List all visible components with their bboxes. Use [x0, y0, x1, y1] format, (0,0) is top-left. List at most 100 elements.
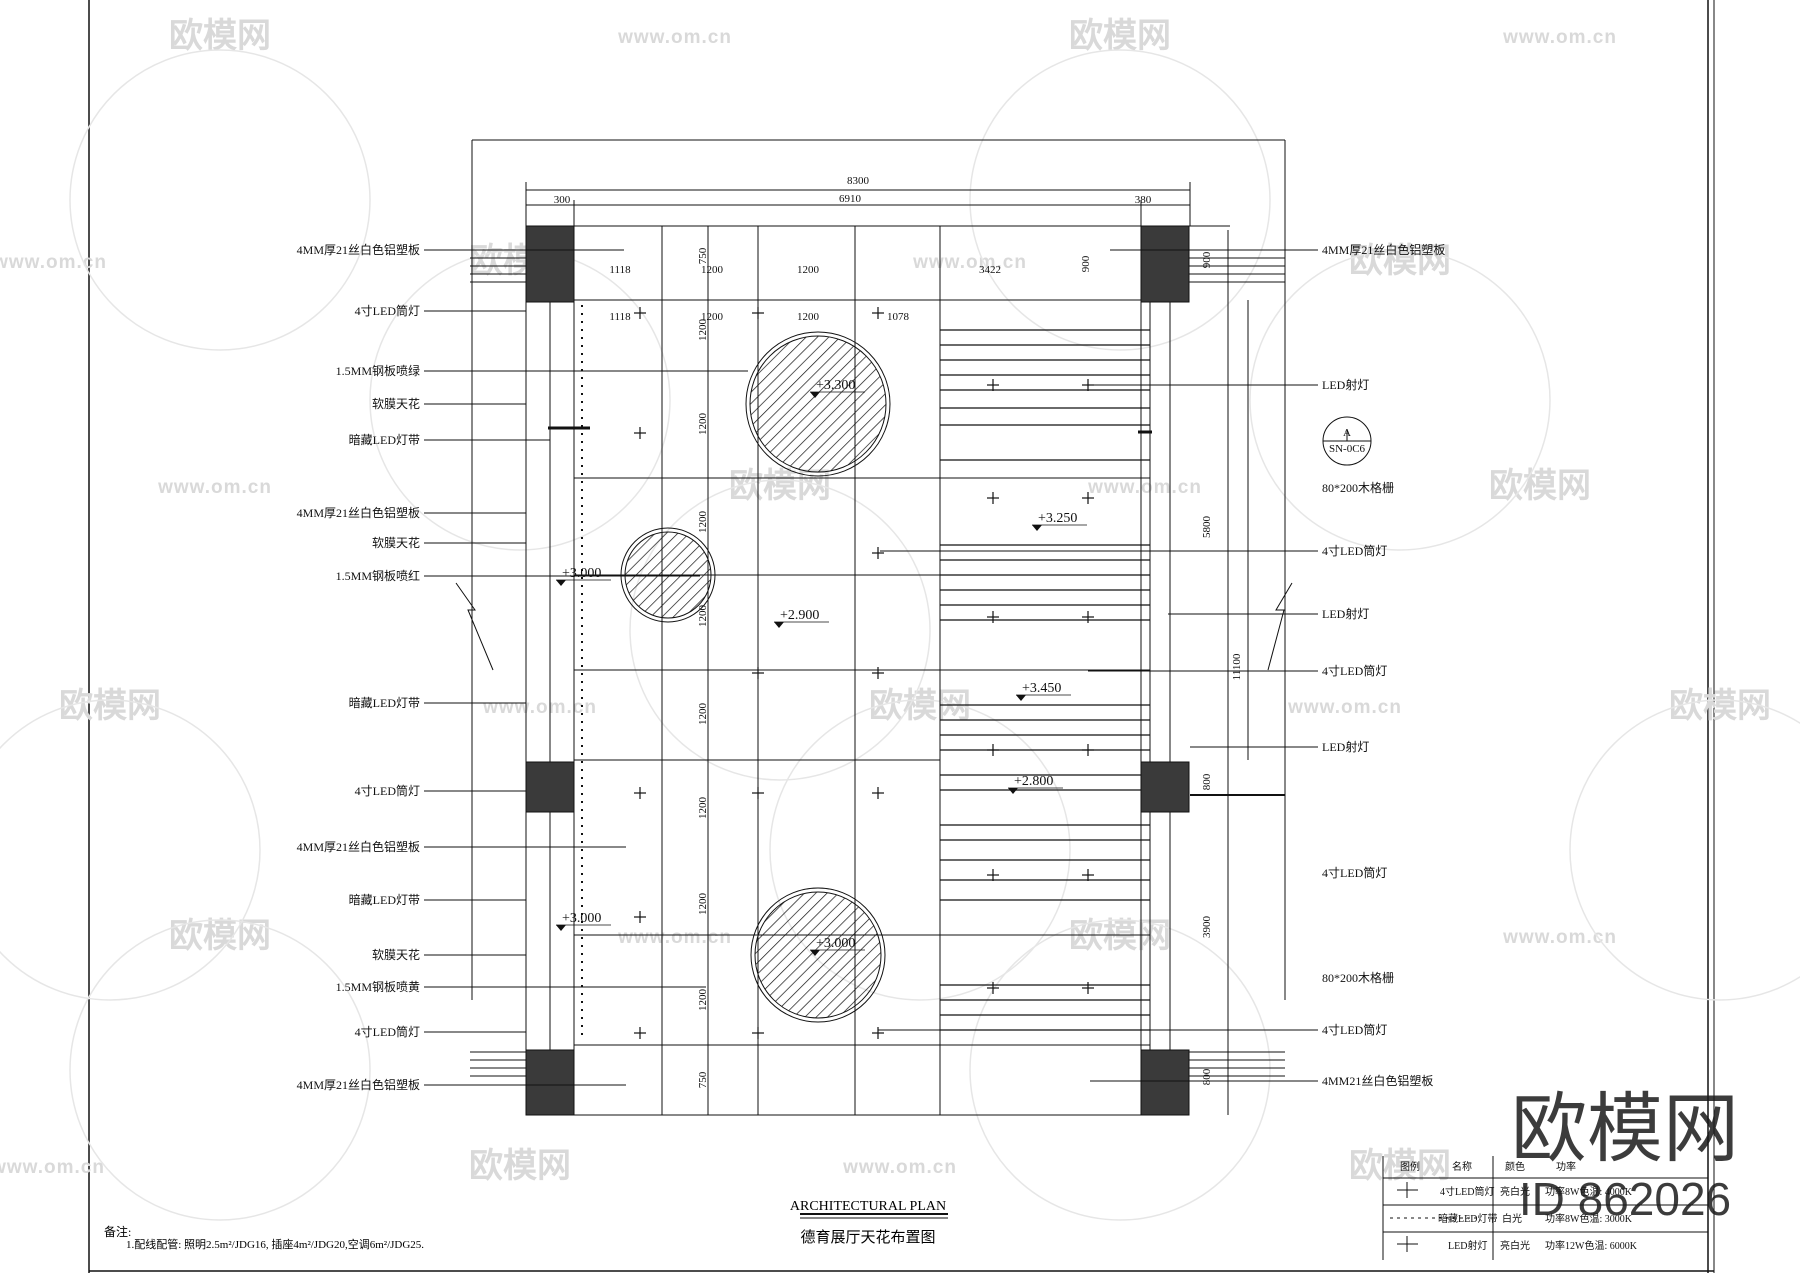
level-mark: +3.450: [1016, 681, 1071, 701]
legend-r1-name: 4寸LED筒灯: [1440, 1185, 1494, 1198]
dim-inner-width: 6910: [839, 193, 862, 205]
downlight-icon: [987, 492, 999, 504]
level-value: +3.000: [562, 566, 601, 581]
id-text: ID 862026: [1519, 1173, 1731, 1225]
callout-right: 4MM21丝白色铝塑板: [1322, 1073, 1433, 1088]
downlight-icon: [872, 547, 884, 559]
legend-table: [1382, 1156, 1708, 1260]
watermark-brand: 欧模网: [59, 687, 161, 725]
dim-v-7: 1200: [697, 893, 709, 916]
section-letter: A: [1343, 427, 1351, 439]
watermark-brand: 欧模网: [169, 917, 271, 955]
dim-v-1: 1200: [697, 319, 709, 342]
dim-row1-d: 3422: [979, 264, 1001, 276]
legend-r3-color: 亮白光: [1500, 1239, 1530, 1252]
callout-left: 1.5MM钢板喷绿: [336, 363, 420, 378]
callout-right: 4寸LED筒灯: [1322, 865, 1387, 880]
callout-right: 4寸LED筒灯: [1322, 543, 1387, 558]
downlight-icon: [634, 787, 646, 799]
legend-r1-color: 亮白光: [1500, 1185, 1530, 1198]
sheet-frame: [88, 0, 1715, 1273]
watermark-brand: 欧模网: [169, 17, 271, 55]
brand-large-text: 欧模网: [1511, 1087, 1739, 1172]
dim-row2-c: 1200: [797, 311, 820, 323]
downlight-icon: [1082, 869, 1094, 881]
watermark-url: www.om.cn: [617, 927, 732, 948]
dim-r-0: 900: [1201, 251, 1213, 268]
notes-heading: 备注:: [104, 1224, 131, 1239]
dim-v-3: 1200: [697, 511, 709, 534]
callout-left: 4寸LED筒灯: [355, 783, 420, 798]
dim-v-0: 750: [697, 247, 709, 264]
dim-left-col: 300: [554, 194, 571, 206]
callout-left: 1.5MM钢板喷红: [336, 568, 420, 583]
downlight-icon: [872, 787, 884, 799]
dimension-lines: [525, 182, 1249, 1115]
leader-lines: [424, 249, 1318, 1086]
watermark-brand: 欧模网: [1489, 467, 1591, 505]
section-sheet: SN-0C6: [1329, 443, 1366, 455]
watermark-brand: 欧模网: [1349, 242, 1451, 280]
right-callouts: 4MM厚21丝白色铝塑板LED射灯80*200木格栅4寸LED筒灯LED射灯4寸…: [1322, 242, 1445, 1088]
level-mark: +3.300: [810, 378, 865, 398]
legend-h-symbol: 图例: [1400, 1160, 1420, 1173]
watermark-brand: 欧模网: [1069, 917, 1171, 955]
dim-row2-b: 1200: [701, 311, 724, 323]
legend-r2-name: 暗藏LED灯带: [1438, 1212, 1497, 1225]
ceiling-plan: [455, 139, 1372, 1116]
dim-row1-a: 1118: [609, 264, 631, 276]
callout-left: 4MM厚21丝白色铝塑板: [297, 242, 420, 257]
watermark-brand: 欧模网: [869, 687, 971, 725]
left-callouts: 4MM厚21丝白色铝塑板4寸LED筒灯1.5MM钢板喷绿软膜天花暗藏LED灯带4…: [297, 242, 420, 1092]
legend-r3-power: 功率12W色温: 6000K: [1545, 1239, 1638, 1252]
watermark-brand: 欧模网: [1069, 17, 1171, 55]
callout-right: 4寸LED筒灯: [1322, 1022, 1387, 1037]
callout-right: 4MM厚21丝白色铝塑板: [1322, 242, 1445, 257]
dim-v-9: 750: [697, 1071, 709, 1088]
watermark-url: www.om.cn: [1287, 697, 1402, 718]
watermark-url: www.om.cn: [0, 252, 107, 273]
level-value: +2.900: [780, 608, 819, 623]
legend-text: 图例 名称 颜色 功率 4寸LED筒灯 亮白光 功率8W色温: 4000K 暗藏…: [1400, 1160, 1638, 1252]
dim-v-8: 1200: [697, 989, 709, 1012]
watermark-url: www.om.cn: [482, 697, 597, 718]
downlight-icon: [987, 744, 999, 756]
legend-h-color: 颜色: [1505, 1160, 1525, 1173]
watermark-url: www.om.cn: [1502, 27, 1617, 48]
level-value: +3.000: [562, 911, 601, 926]
legend-r1-power: 功率8W色温: 4000K: [1545, 1185, 1633, 1198]
dim-right-col: 380: [1135, 194, 1152, 206]
legend-r3-name: LED射灯: [1448, 1240, 1487, 1252]
dim-v-5: 1200: [697, 703, 709, 726]
watermark-brand: 欧模网: [729, 467, 831, 505]
downlight-icon: [634, 1027, 646, 1039]
watermark-brand: 欧模网: [469, 1147, 571, 1185]
legend-h-power: 功率: [1556, 1160, 1576, 1173]
dim-v-4: 1200: [697, 605, 709, 628]
downlight-icon: [752, 1027, 764, 1039]
watermark-url: www.om.cn: [1087, 477, 1202, 498]
callout-left: 1.5MM钢板喷黄: [336, 980, 420, 994]
level-value: +3.250: [1038, 511, 1077, 526]
downlight-icon: [634, 427, 646, 439]
dim-r-4: 3900: [1201, 916, 1213, 939]
dim-r-2: 11100: [1231, 653, 1243, 680]
section-mark: A SN-0C6: [1329, 427, 1366, 455]
dim-r-5: 800: [1201, 1068, 1213, 1085]
watermark-url: www.om.cn: [1502, 927, 1617, 948]
watermark-brand: 欧模网: [1349, 1147, 1451, 1185]
downlight-icon: [1082, 611, 1094, 623]
downlight-icon: [987, 982, 999, 994]
level-value: +2.800: [1014, 774, 1053, 789]
callout-left: 软膜天花: [372, 396, 420, 411]
level-mark: +3.000: [556, 566, 611, 586]
watermark-url: www.om.cn: [617, 27, 732, 48]
callout-left: 4寸LED筒灯: [355, 1024, 420, 1039]
level-value: +3.000: [816, 936, 855, 951]
callout-right: 4寸LED筒灯: [1322, 663, 1387, 678]
level-value: +3.300: [816, 378, 855, 393]
callout-right: 80*200木格栅: [1322, 970, 1394, 985]
downlight-icon: [752, 787, 764, 799]
watermark-url: www.om.cn: [912, 252, 1027, 273]
